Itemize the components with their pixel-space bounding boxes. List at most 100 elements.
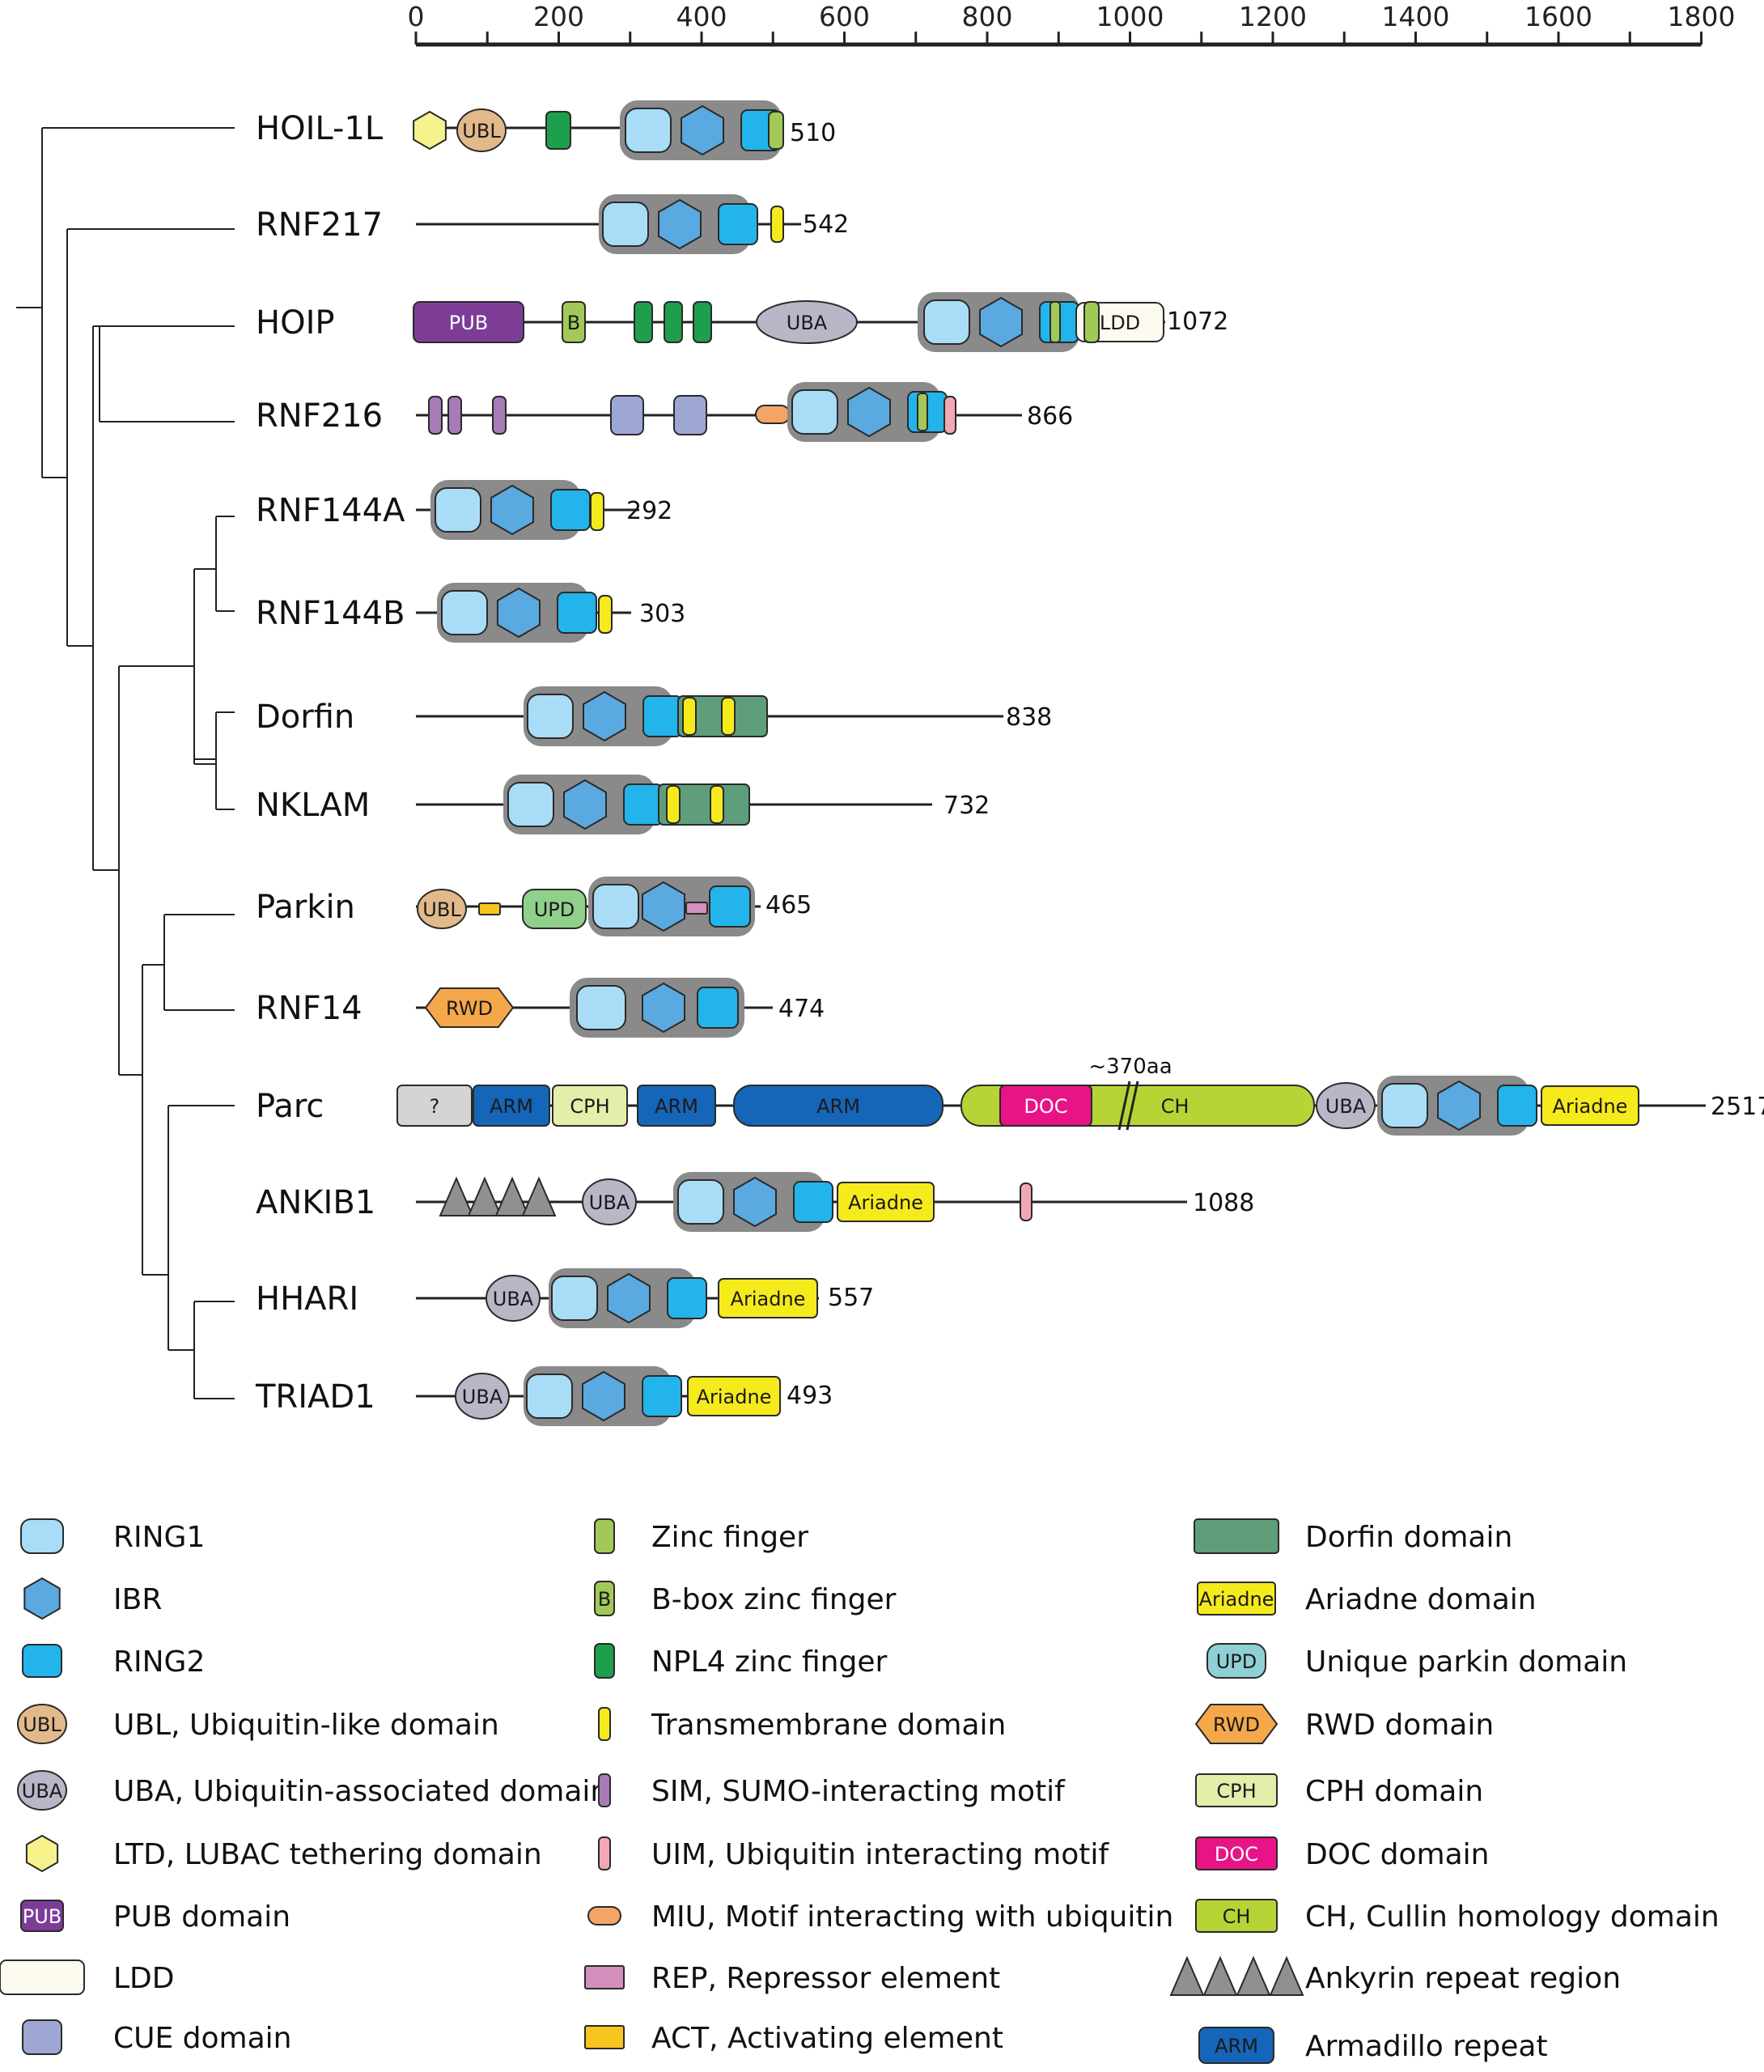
axis-tick-label: 1800 bbox=[1668, 1, 1736, 32]
legend-label: CH, Cullin homology domain bbox=[1305, 1900, 1719, 1934]
legend-icon-ankyrin bbox=[1202, 1955, 1238, 1996]
uba-domain bbox=[486, 1275, 541, 1322]
legend-item: Ankyrin repeat region bbox=[1169, 1955, 1621, 1996]
protein-name: Dorfin bbox=[256, 698, 354, 736]
ibr-domain bbox=[563, 779, 607, 830]
ring1-domain bbox=[602, 202, 649, 247]
ring1-domain bbox=[526, 1374, 573, 1419]
ibr-domain bbox=[497, 587, 541, 639]
ring1-domain bbox=[527, 694, 574, 739]
protein-length: 557 bbox=[828, 1284, 874, 1312]
legend-label: ACT, Activating element bbox=[651, 2022, 1003, 2055]
ring2-domain bbox=[697, 987, 739, 1029]
legend-item: UIM, Ubiquitin interacting motif bbox=[598, 1836, 1109, 1871]
uba-domain-label: UBA bbox=[1325, 1095, 1367, 1118]
rwd-domain-label: RWD bbox=[446, 997, 493, 1020]
legend-icon-rep bbox=[584, 1965, 625, 1989]
ldd-domain-label: LDD bbox=[1100, 312, 1140, 334]
axis-tick-label: 1600 bbox=[1524, 1, 1592, 32]
ring2-domain bbox=[793, 1181, 833, 1223]
ring1-domain bbox=[592, 884, 639, 929]
ring1-domain bbox=[576, 985, 626, 1030]
legend-item: LDD bbox=[0, 1959, 175, 1995]
arm-repeat-label: ARM bbox=[816, 1095, 860, 1118]
uba-domain-label: UBA bbox=[787, 312, 828, 334]
transmembrane-domain bbox=[598, 595, 613, 634]
ankyrin-repeat bbox=[521, 1176, 557, 1216]
ibr-domain bbox=[642, 982, 685, 1034]
legend-item: ACT, Activating element bbox=[584, 2022, 1003, 2055]
cue-domain bbox=[673, 395, 707, 435]
legend-label: RWD domain bbox=[1305, 1709, 1494, 1742]
legend-icon-ankyrin bbox=[1269, 1955, 1304, 1996]
legend-label: CUE domain bbox=[113, 2022, 292, 2055]
protein-length: 838 bbox=[1006, 703, 1052, 732]
uim-motif bbox=[1020, 1182, 1033, 1221]
doc-domain-label: DOC bbox=[1024, 1095, 1067, 1118]
break-mark bbox=[1126, 1081, 1139, 1131]
legend-icon-ubl bbox=[17, 1704, 67, 1744]
uba-domain-label: UBA bbox=[589, 1191, 630, 1214]
legend-icon-upd bbox=[1206, 1643, 1266, 1679]
legend-icon-zinc-finger bbox=[594, 1518, 615, 1554]
upd-domain-label: UPD bbox=[534, 898, 575, 921]
ibr-domain bbox=[490, 484, 534, 536]
rwd-domain bbox=[424, 987, 515, 1028]
legend-label: MIU, Motif interacting with ubiquitin bbox=[651, 1900, 1173, 1934]
ring1-domain bbox=[1381, 1083, 1428, 1128]
ring2-domain bbox=[623, 783, 664, 826]
uba-domain bbox=[1316, 1082, 1376, 1129]
arm-repeat bbox=[733, 1085, 943, 1127]
legend-item: IBR bbox=[23, 1577, 162, 1620]
ubl-domain bbox=[456, 108, 507, 152]
protein-name: TRIAD1 bbox=[255, 1378, 375, 1416]
protein-name: NKLAM bbox=[256, 787, 370, 824]
cph-domain bbox=[552, 1085, 628, 1127]
ubl-domain-label: UBL bbox=[422, 898, 461, 921]
legend-icon-ankyrin bbox=[1236, 1955, 1271, 1996]
legend-icon-ring2 bbox=[22, 1644, 62, 1678]
axis-tick-label: 0 bbox=[408, 1, 425, 32]
b-box-zinc-finger-label: B bbox=[567, 312, 580, 334]
legend-icon-dorfin bbox=[1194, 1518, 1279, 1554]
legend-item: RING2 bbox=[22, 1644, 205, 1679]
legend-item: CUE domain bbox=[22, 2019, 292, 2055]
cue-domain bbox=[610, 395, 644, 435]
pub-domain-label: PUB bbox=[449, 312, 489, 334]
protein-name: RNF217 bbox=[256, 206, 383, 244]
legend-item: Transmembrane domain bbox=[598, 1707, 1006, 1742]
axis-tick-label: 1000 bbox=[1096, 1, 1164, 32]
legend-icon-doc bbox=[1195, 1836, 1278, 1870]
protein-row-dorfin: Dorfin 838 bbox=[256, 686, 1052, 746]
protein-length: 493 bbox=[787, 1382, 833, 1410]
ring1-domain bbox=[551, 1276, 598, 1321]
legend-label: NPL4 zinc finger bbox=[651, 1645, 887, 1679]
npl4-zinc-finger bbox=[545, 111, 571, 150]
break-mark bbox=[1117, 1081, 1131, 1131]
rwd-domain-label: RWD bbox=[1213, 1713, 1260, 1736]
protein-length: 866 bbox=[1027, 402, 1073, 431]
legend-label: Transmembrane domain bbox=[651, 1709, 1006, 1742]
ariadne-domain-label: Ariadne bbox=[731, 1288, 806, 1310]
legend-label: UBL, Ubiquitin-like domain bbox=[113, 1709, 499, 1742]
dorfin-domain bbox=[658, 783, 750, 826]
legend-icon-arm bbox=[1198, 2027, 1274, 2064]
legend-icon-uim bbox=[598, 1836, 611, 1870]
transmembrane-domain bbox=[682, 697, 697, 736]
transmembrane-domain bbox=[666, 785, 681, 824]
legend-icon-miu bbox=[587, 1906, 621, 1926]
ring1-domain bbox=[923, 299, 970, 345]
ltd-domain bbox=[413, 110, 447, 151]
ring2-domain bbox=[667, 1277, 707, 1319]
